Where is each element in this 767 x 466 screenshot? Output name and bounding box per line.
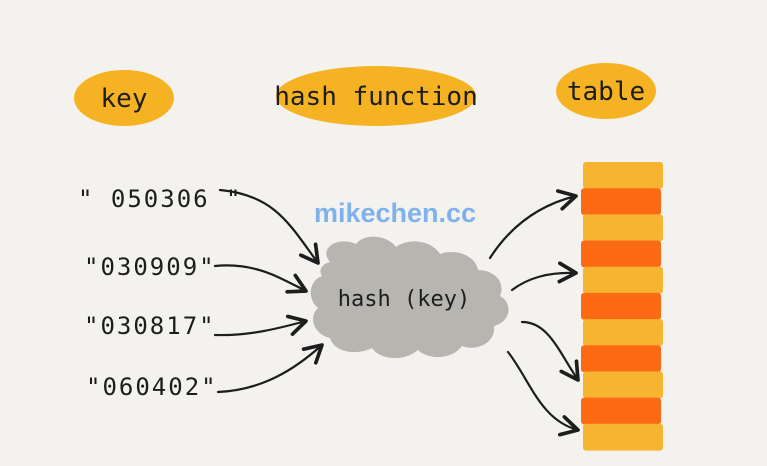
hash-function-header: hash function: [274, 66, 478, 126]
table-slot: [583, 266, 663, 294]
key-label: " 050306 ": [78, 185, 243, 213]
key-to-hash-arrow: [213, 314, 308, 337]
table-slot: [583, 214, 663, 242]
watermark: mikechen.cc: [314, 198, 476, 228]
key-label: "030909": [84, 253, 216, 281]
hash-function-cloud: hash (key): [310, 236, 509, 359]
key-to-hash-arrow: [216, 343, 324, 394]
key-label: "030817": [84, 312, 216, 340]
table-slot: [583, 371, 663, 399]
table-slot: [583, 162, 663, 189]
hash-key-label: hash (key): [338, 287, 470, 312]
table-slot: [583, 423, 663, 451]
hash-to-table-arrow: [520, 320, 580, 382]
table-slot: [581, 397, 661, 425]
table-header-label: table: [567, 77, 645, 107]
key-label: "060402": [86, 373, 218, 401]
table-slot: [581, 188, 661, 215]
key-to-hash-arrow: [218, 188, 320, 265]
hash-to-table-arrow: [506, 350, 580, 437]
table-slot: [581, 345, 661, 373]
key-header: key: [74, 70, 174, 126]
key-header-label: key: [101, 84, 148, 114]
hash-function-header-label: hash function: [274, 82, 478, 112]
table-slot: [583, 319, 663, 346]
hash-table: [581, 162, 663, 451]
table-header: table: [556, 63, 656, 119]
table-slot: [581, 292, 661, 320]
hash-to-table-arrow: [510, 261, 578, 292]
hash-to-table-arrow: [488, 189, 578, 260]
table-slot: [581, 240, 661, 268]
key-to-hash-arrow: [213, 264, 308, 294]
